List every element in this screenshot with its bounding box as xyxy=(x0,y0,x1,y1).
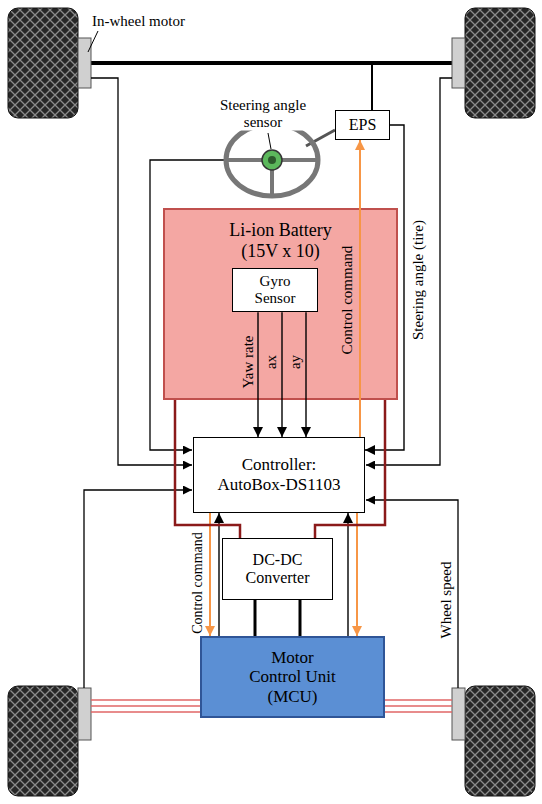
node-text: Motor Control Unit (MCU) xyxy=(247,648,339,707)
in-wheel-motor xyxy=(452,688,465,740)
leader-line xyxy=(88,31,98,52)
sensor-wires xyxy=(84,78,458,688)
node-text: Li-ion Battery (15V x 10) xyxy=(218,220,343,261)
connector xyxy=(257,312,258,437)
tire xyxy=(8,686,78,796)
signal-label: Control command xyxy=(191,532,205,634)
connector xyxy=(356,513,358,636)
part-name: Steering angle sensor xyxy=(210,96,316,131)
node-text: Controller: AutoBox-DS1103 xyxy=(207,455,352,494)
tire xyxy=(465,8,535,118)
signal-label: Wheel speed xyxy=(439,561,454,638)
connector xyxy=(281,312,282,437)
signal-label: Control command xyxy=(340,246,355,355)
battery-pack: Gyro Sensor Li-ion Battery (15V x 10) xyxy=(163,208,398,400)
connector xyxy=(209,513,211,636)
signal-label: Yaw rate xyxy=(241,335,256,388)
in-wheel-motor xyxy=(78,688,91,740)
signal-label: Steering angle (tire) xyxy=(411,220,426,340)
gyro-sensor-box: Gyro Sensor xyxy=(232,268,318,313)
connector xyxy=(254,600,257,636)
node-text: EPS xyxy=(349,116,377,134)
tire xyxy=(8,8,78,118)
connector xyxy=(299,600,302,636)
connector xyxy=(315,400,385,538)
eps-box: EPS xyxy=(335,110,390,140)
connector xyxy=(218,513,219,636)
front-axle xyxy=(91,61,452,65)
steering-rack-link xyxy=(371,63,373,110)
connector xyxy=(305,312,306,437)
node-text: Gyro Sensor xyxy=(245,273,305,308)
in-wheel-motor xyxy=(452,38,465,88)
controller-box: Controller: AutoBox-DS1103 xyxy=(193,437,365,513)
connector xyxy=(175,400,240,538)
dc-dc-converter-box: DC-DC Converter xyxy=(222,538,333,600)
connector xyxy=(359,140,361,437)
steering-wheel xyxy=(226,124,318,196)
leader-line xyxy=(268,133,271,149)
in-wheel-motor xyxy=(78,38,91,88)
motor-control-unit-box: Motor Control Unit (MCU) xyxy=(200,636,385,718)
signal-label: ay xyxy=(288,355,303,369)
node-text: DC-DC Converter xyxy=(233,551,323,588)
connector xyxy=(347,513,348,636)
part-name: In-wheel motor xyxy=(92,14,185,29)
signal-label: ax xyxy=(264,355,279,369)
tire xyxy=(465,686,535,796)
